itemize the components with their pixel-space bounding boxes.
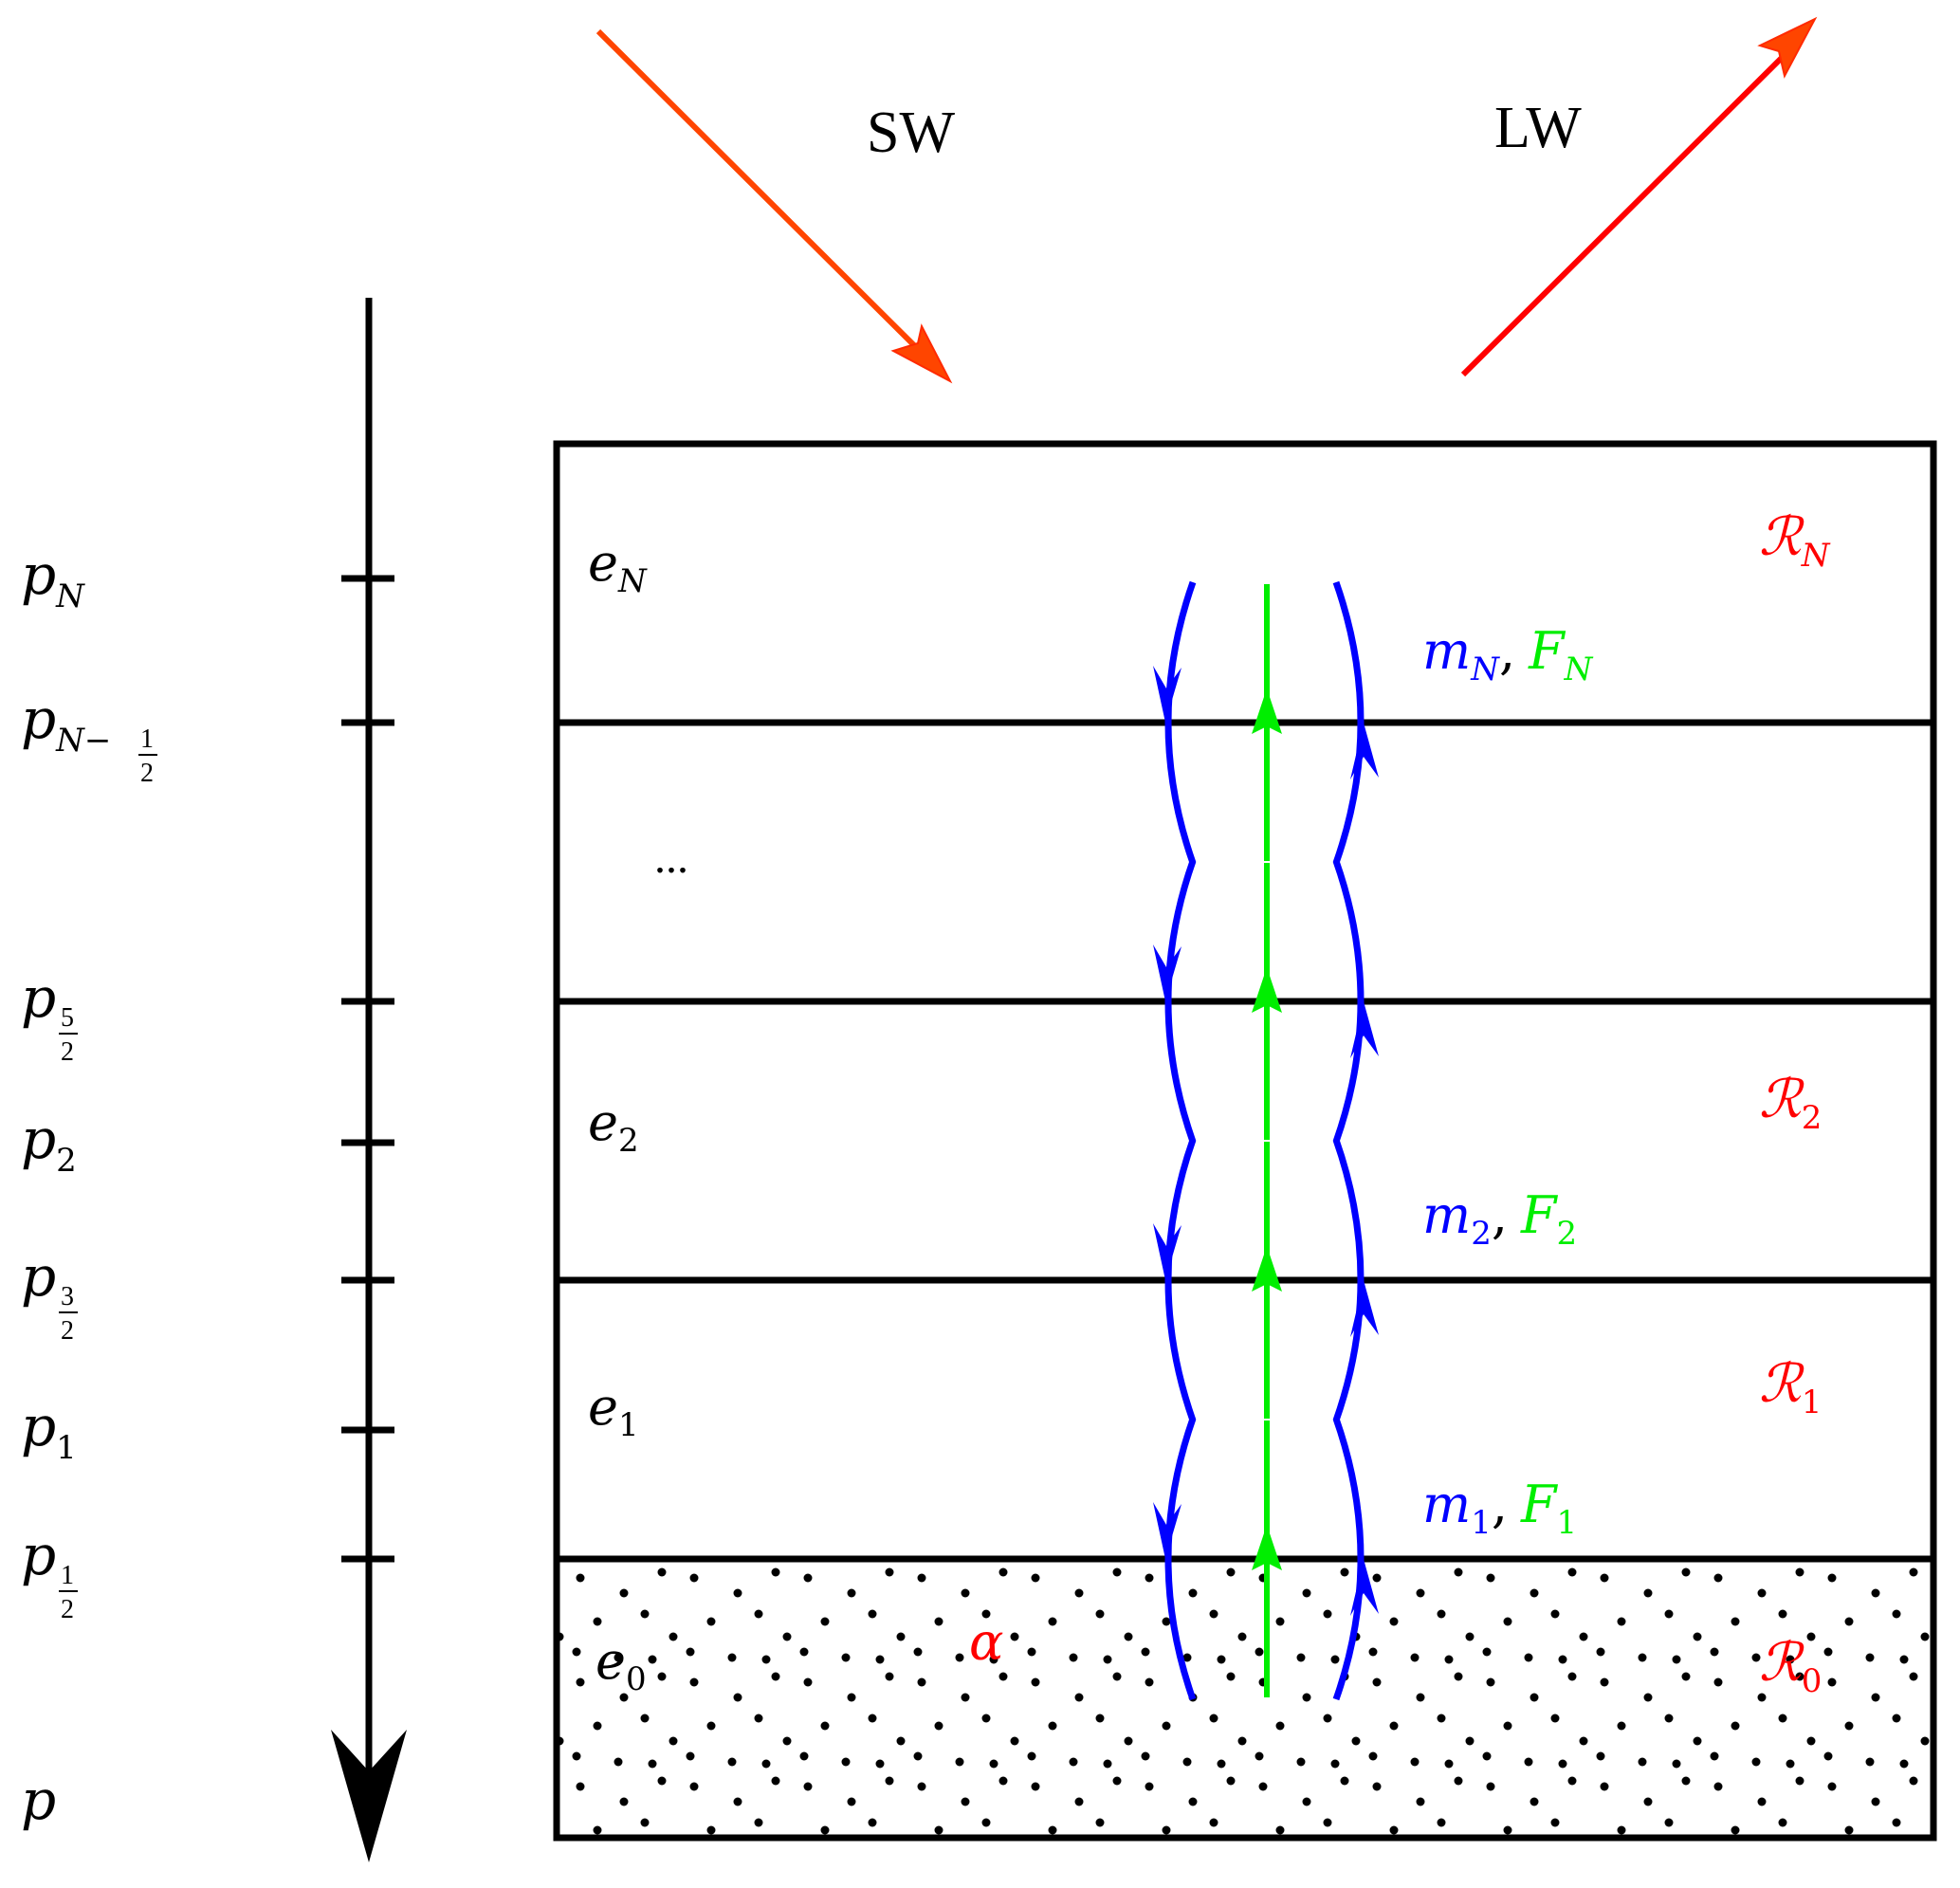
pressure-tick-label-p3half: p bbox=[21, 1244, 56, 1309]
pressure-arrowhead-icon bbox=[331, 1730, 407, 1862]
surface-layer bbox=[557, 1559, 1933, 1838]
flux-label-2: m2,F2 bbox=[1422, 1185, 1577, 1253]
lw-label: LW bbox=[1494, 96, 1582, 160]
energy-flux-arrowhead-icon bbox=[1252, 1525, 1282, 1570]
fraction-numerator: 1 bbox=[140, 724, 154, 754]
mass-flux-up-arrowhead-icon bbox=[1350, 723, 1379, 779]
albedo-label: α bbox=[969, 1612, 1003, 1672]
fraction-numerator: 3 bbox=[61, 1282, 74, 1311]
mass-flux-up-arrowhead-icon bbox=[1350, 1001, 1379, 1058]
mass-flux-down-arrowhead-icon bbox=[1153, 1502, 1181, 1559]
pressure-tick-label-p5half: p bbox=[21, 965, 56, 1030]
energy-label-e2: e2 bbox=[588, 1092, 639, 1160]
mass-flux-down-arrowhead-icon bbox=[1153, 944, 1181, 1001]
flux-arrows bbox=[1153, 580, 1379, 1701]
lw-arrowhead-icon bbox=[1757, 16, 1818, 79]
mass-flux-up-arrow bbox=[1332, 1138, 1365, 1422]
fraction-denominator: 2 bbox=[61, 1595, 74, 1624]
mass-flux-up-arrowhead-icon bbox=[1350, 1280, 1379, 1337]
energy-flux-arrowhead-icon bbox=[1252, 967, 1282, 1013]
energy-label-e1: e1 bbox=[588, 1377, 639, 1444]
fraction-denominator: 2 bbox=[61, 1037, 74, 1067]
pressure-tick-label-p2: p2 bbox=[21, 1107, 77, 1180]
mass-flux-up-arrow bbox=[1332, 580, 1365, 865]
flux-label-1: m1,F1 bbox=[1422, 1475, 1577, 1542]
flux-label-N: mN,FN bbox=[1422, 621, 1594, 688]
energy-label-eN: eN bbox=[588, 533, 648, 600]
mass-flux-down-arrow bbox=[1164, 580, 1197, 865]
fraction-numerator: 1 bbox=[61, 1561, 74, 1590]
fraction-denominator: 2 bbox=[140, 759, 154, 788]
sw-arrow bbox=[595, 28, 953, 384]
pressure-axis-label: p bbox=[21, 1768, 56, 1832]
pressure-tick-label-pN-half: pN− bbox=[21, 687, 111, 760]
radiative-label-R2: ℛ2 bbox=[1759, 1069, 1822, 1137]
mass-flux-up-arrowhead-icon bbox=[1350, 1559, 1379, 1616]
fraction-denominator: 2 bbox=[61, 1316, 74, 1346]
mass-flux-down-arrow bbox=[1164, 1138, 1197, 1422]
column-box bbox=[553, 440, 1937, 1842]
mass-flux-down-arrowhead-icon bbox=[1153, 1223, 1181, 1280]
radiative-label-RN: ℛN bbox=[1759, 506, 1831, 575]
mass-flux-up-arrow bbox=[1332, 859, 1365, 1144]
energy-label-e0: e0 bbox=[595, 1631, 647, 1698]
radiative-label-R1: ℛ1 bbox=[1759, 1353, 1822, 1421]
mass-flux-down-arrowhead-icon bbox=[1153, 666, 1181, 723]
mass-flux-down-arrow bbox=[1164, 1417, 1197, 1701]
mass-flux-down-arrow bbox=[1164, 859, 1197, 1144]
fraction-numerator: 5 bbox=[61, 1003, 74, 1033]
energy-flux-arrowhead-icon bbox=[1252, 1246, 1282, 1292]
lw-arrow bbox=[1460, 16, 1818, 377]
mass-flux-up-arrow bbox=[1332, 1417, 1365, 1701]
energy-flux-arrowhead-icon bbox=[1252, 688, 1282, 734]
radiative-label-R0: ℛ0 bbox=[1759, 1632, 1822, 1700]
pressure-tick-label-p1: p1 bbox=[21, 1394, 77, 1467]
sw-arrowhead-icon bbox=[890, 323, 953, 384]
sw-label: SW bbox=[867, 101, 955, 165]
pressure-tick-label-pN: pN bbox=[21, 542, 85, 615]
ellipsis: ... bbox=[654, 833, 688, 883]
pressure-tick-label-p1half: p bbox=[21, 1523, 56, 1587]
